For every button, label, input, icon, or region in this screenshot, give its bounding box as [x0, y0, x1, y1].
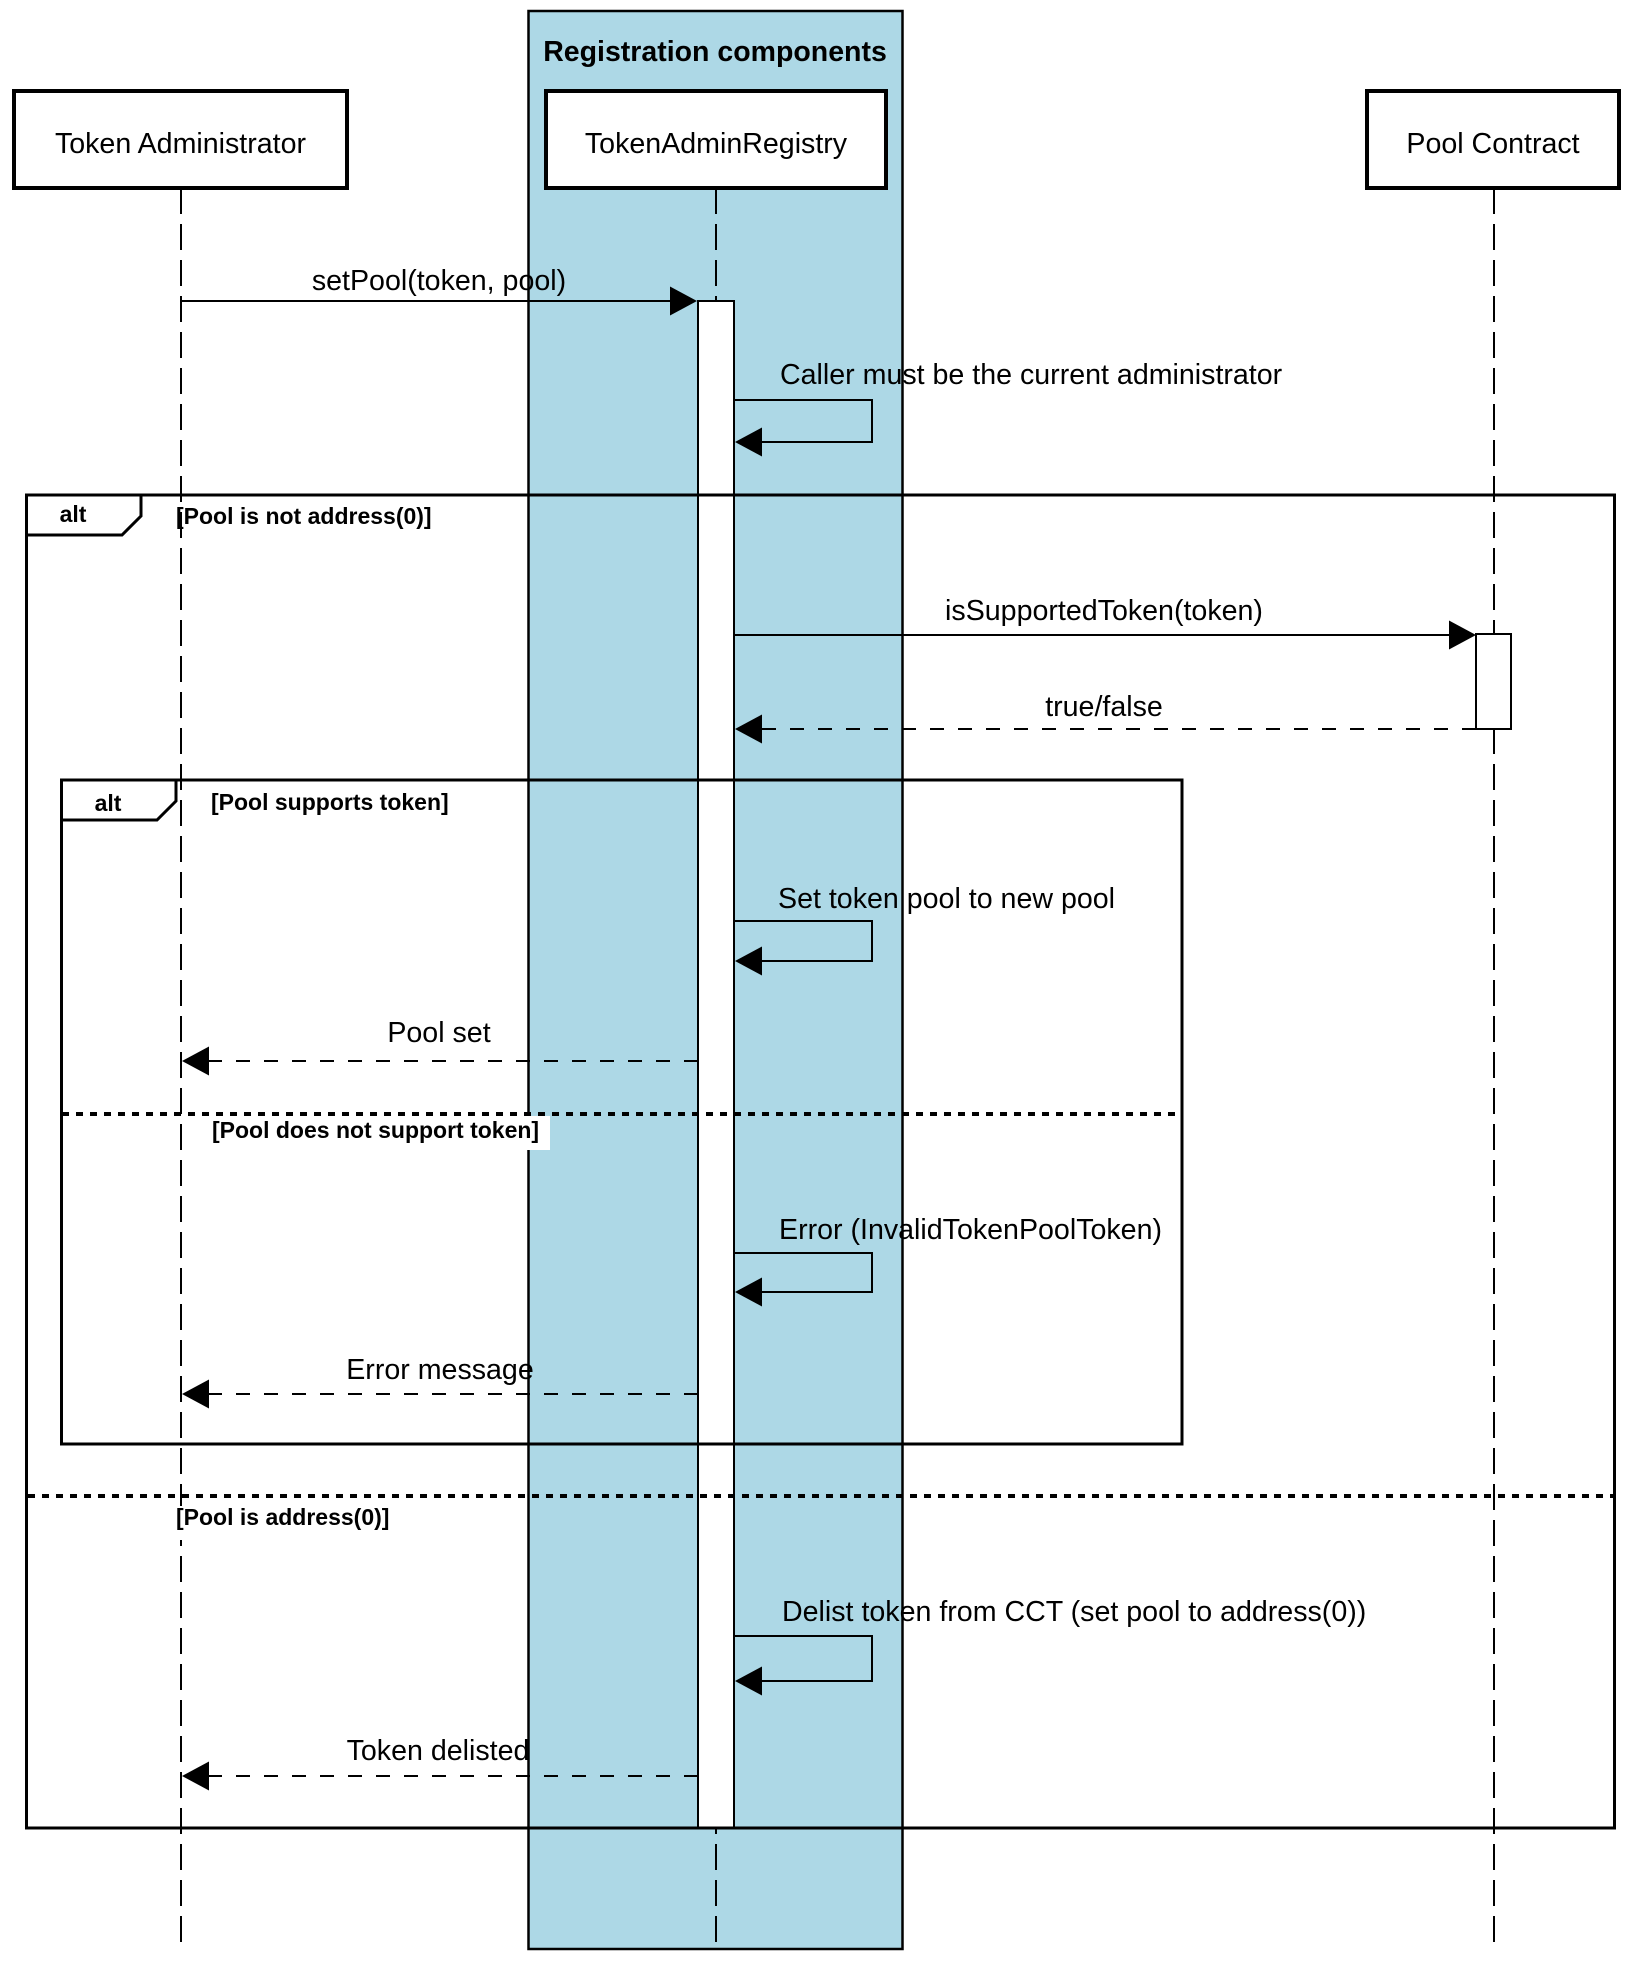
svg-text:Pool Contract: Pool Contract	[1406, 128, 1579, 160]
svg-text:Pool set: Pool set	[387, 1017, 490, 1049]
svg-text:Registration components: Registration components	[543, 36, 887, 68]
svg-text:alt: alt	[60, 501, 87, 527]
svg-text:[Pool is not address(0)]: [Pool is not address(0)]	[176, 503, 432, 529]
svg-text:isSupportedToken(token): isSupportedToken(token)	[945, 595, 1263, 627]
svg-text:Token Administrator: Token Administrator	[55, 128, 307, 160]
svg-text:Caller must be the current adm: Caller must be the current administrator	[780, 359, 1283, 391]
svg-text:[Pool is address(0)]: [Pool is address(0)]	[176, 1504, 389, 1530]
svg-text:[Pool does not support token]: [Pool does not support token]	[212, 1117, 539, 1143]
svg-text:Set token pool to new pool: Set token pool to new pool	[778, 883, 1115, 915]
svg-text:TokenAdminRegistry: TokenAdminRegistry	[585, 128, 848, 160]
svg-text:true/false: true/false	[1045, 691, 1163, 723]
svg-text:alt: alt	[95, 790, 122, 816]
svg-text:setPool(token, pool): setPool(token, pool)	[312, 265, 566, 297]
svg-text:[Pool supports token]: [Pool supports token]	[211, 789, 449, 815]
svg-text:Error (InvalidTokenPoolToken): Error (InvalidTokenPoolToken)	[779, 1214, 1162, 1246]
svg-text:Token delisted: Token delisted	[347, 1735, 530, 1767]
svg-text:Delist token from CCT (set poo: Delist token from CCT (set pool to addre…	[782, 1596, 1366, 1628]
svg-text:Error message: Error message	[346, 1354, 534, 1386]
